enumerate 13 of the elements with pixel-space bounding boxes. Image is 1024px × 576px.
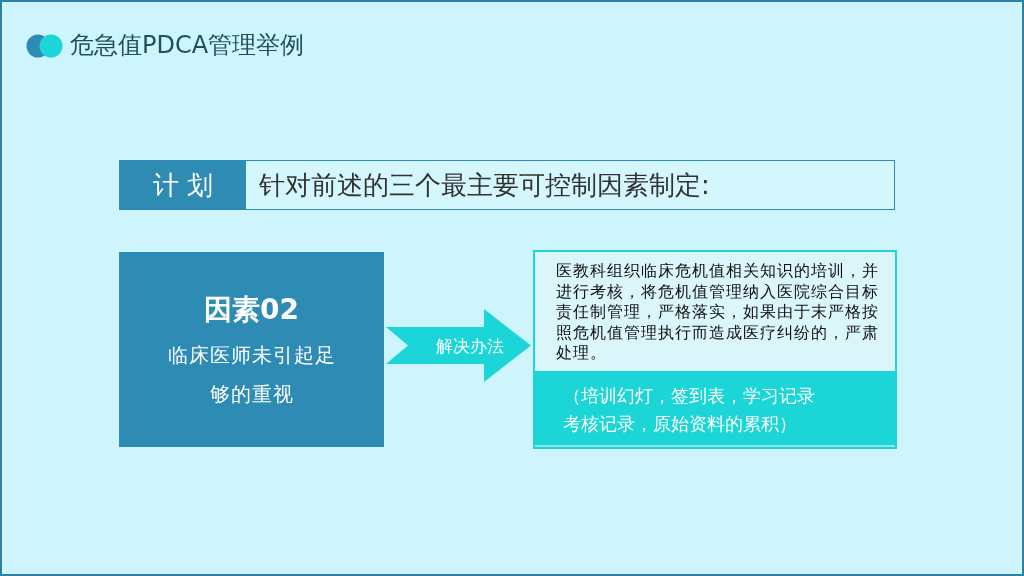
section-tab: 计 划 [120,161,246,209]
edge-label: 解决办法 [435,334,504,357]
measure-text: 医教科组织临床危机值相关知识的培训，并进行考核，将危机值管理纳入医院综合目标责任制管理，严格落实，如果由于末严格按照危机值管理执行而造成医疗纠纷的，严肃处理。 [556,261,880,364]
factor-heading: 因素02 [203,293,300,327]
measure-box [533,250,897,449]
block-arrow [386,309,531,382]
note-band [535,371,895,447]
header-text: 针对前述的三个最主要可控制因素制定: [259,169,710,201]
header-bar [119,160,895,210]
slide-title: 危急值PDCA管理举例 [70,30,305,60]
note-text: （培训幻灯，签到表，学习记录考核记录，原始资料的累积） [563,384,816,436]
factor-box [119,252,384,447]
factor-description: 临床医师未引起足够的重视 [166,342,337,408]
